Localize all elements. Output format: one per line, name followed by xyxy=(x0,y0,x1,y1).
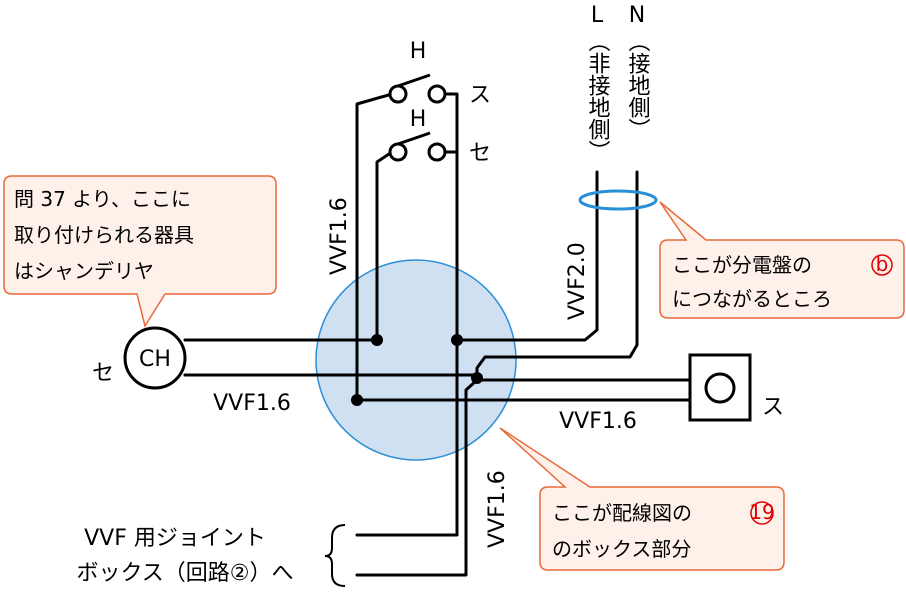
wire-switch-bottom-left xyxy=(183,150,394,342)
brace-icon xyxy=(324,524,346,587)
switch-top xyxy=(388,73,447,104)
chandelier-symbol xyxy=(123,326,187,390)
cable-fixture-label: VVF1.6 xyxy=(213,391,291,416)
switch-bottom xyxy=(388,131,447,162)
switch-box-label: ス xyxy=(762,395,784,420)
callout-panel: ここが分電盤の b につながるところ xyxy=(659,201,905,319)
line-N-label: N xyxy=(629,3,645,28)
switch-contact-icon xyxy=(427,84,447,104)
panel-badge-icon xyxy=(871,254,893,276)
wire-switch-right-common xyxy=(355,92,459,537)
line-N-note: （接地側） xyxy=(625,30,651,140)
junction-dots xyxy=(351,334,483,406)
switch-bottom-H-label: H xyxy=(410,107,427,132)
switch-lever-icon xyxy=(397,131,431,146)
panel-badge: b xyxy=(876,252,889,276)
cable-feed-label: VVF2.0 xyxy=(565,242,590,320)
box-badge: 19 xyxy=(749,500,774,524)
wire-down-junction xyxy=(355,378,479,577)
callout-box-box xyxy=(499,427,785,571)
switch-top-H-label: H xyxy=(410,39,427,64)
callout-fixture-line1: 問 37 より、ここに xyxy=(14,187,191,211)
box-badge-icon xyxy=(750,501,774,525)
switch-bottom-se-label: セ xyxy=(469,141,491,166)
junction-dot xyxy=(351,394,363,406)
wire-line-L xyxy=(455,170,599,342)
switch-box-symbol-icon xyxy=(704,372,736,404)
callout-fixture-line3: はシャンデリヤ xyxy=(14,259,154,283)
wires xyxy=(183,92,709,577)
cable-switch-label: VVF1.6 xyxy=(327,197,352,275)
switch-contact-icon xyxy=(427,142,447,162)
joint-box-circle xyxy=(315,259,517,461)
junction-dot xyxy=(451,334,463,346)
callout-panel-line2: につながるところ xyxy=(672,287,832,311)
switch-lever-icon xyxy=(397,73,431,88)
cable-right-label: VVF1.6 xyxy=(559,409,637,434)
callout-fixture: 問 37 より、ここに 取り付けられる器具 はシャンデリヤ xyxy=(3,175,277,328)
callout-fixture-line2: 取り付けられる器具 xyxy=(14,223,194,247)
cable-down-label: VVF1.6 xyxy=(485,470,510,548)
box-dest-line2: ボックス（回路②）へ xyxy=(76,561,293,586)
junction-dot xyxy=(371,334,383,346)
switch-top-su-label: ス xyxy=(469,83,491,108)
chandelier-label: CH xyxy=(139,347,171,372)
callout-fixture-box xyxy=(3,175,277,328)
box-dest-line1: VVF 用ジョイント xyxy=(84,526,266,551)
line-L-label: L xyxy=(591,3,604,28)
callout-box-line2: のボックス部分 xyxy=(552,537,691,561)
feed-cable-ring xyxy=(578,189,658,211)
callout-box-line1: ここが配線図の xyxy=(552,501,692,525)
callout-panel-line1: ここが分電盤の xyxy=(672,253,812,277)
callout-box-part: ここが配線図の 19 のボックス部分 xyxy=(499,427,785,571)
callout-panel-box xyxy=(659,201,905,319)
switch-contact-icon xyxy=(388,84,408,104)
switch-contact-icon xyxy=(388,142,408,162)
line-L-note: （非接地側） xyxy=(585,30,611,162)
junction-dot xyxy=(471,372,483,384)
wire-switch-top-left xyxy=(355,92,709,402)
fixture-se-label: セ xyxy=(92,361,114,386)
